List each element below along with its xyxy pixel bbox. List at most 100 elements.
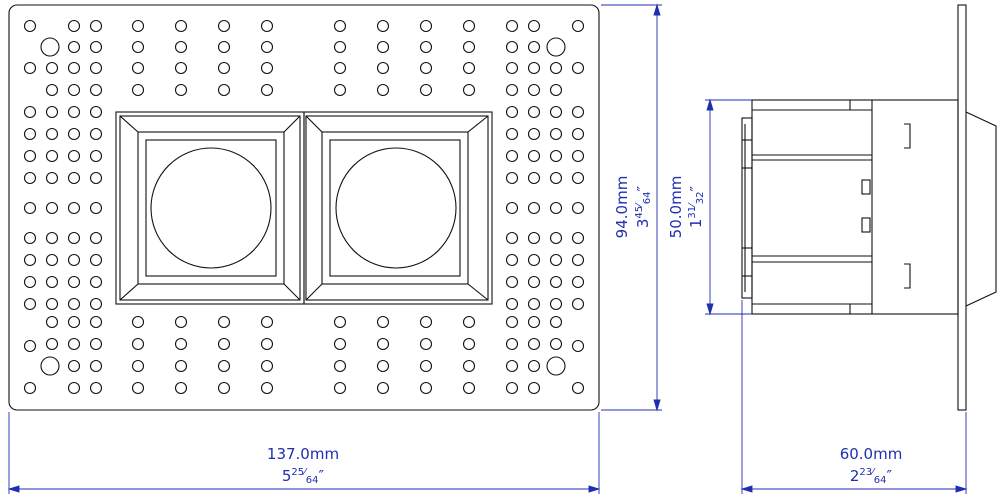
width-inch-label: 525⁄64″ [282,467,325,486]
perforation-hole [45,231,59,245]
perforation-hole [376,19,390,33]
perforation-hole [67,231,81,245]
perforation-hole [67,40,81,54]
perforation-hole [89,381,103,395]
perforation-hole [131,359,145,373]
perforation-hole [67,149,81,163]
perforation-hole [462,40,476,54]
perforation-hole [217,359,231,373]
perforation-hole [505,40,519,54]
perforation-hole [505,127,519,141]
perforation-hole [23,105,37,119]
perforation-hole [89,61,103,75]
perforation-hole [89,127,103,141]
perforation-hole [527,19,541,33]
perforation-hole [505,171,519,185]
perforation-hole [549,83,563,97]
depth-mm-label: 60.0mm [840,445,903,463]
perforation-hole [376,337,390,351]
perforation-hole [89,201,103,215]
height-inch-label: 345⁄64″ [634,185,653,228]
perforation-hole [260,315,274,329]
perforation-hole [23,275,37,289]
perforation-hole [376,359,390,373]
perforation-hole [549,253,563,267]
perforation-hole [23,339,37,353]
perforation-hole [333,61,347,75]
perforation-hole [89,19,103,33]
perforation-hole [217,61,231,75]
perforation-hole [67,297,81,311]
perforation-hole [23,297,37,311]
perforation-hole [527,61,541,75]
lamp-lens [335,147,457,269]
clip-bottom [904,263,911,289]
perforation-hole [333,83,347,97]
perforation-hole [419,83,433,97]
perforation-hole [131,19,145,33]
perforation-hole [419,19,433,33]
perforation-hole [45,83,59,97]
spring-tab [965,111,997,307]
clip-mid-2 [861,217,871,233]
dimension-labels: 137.0mm 525⁄64″ 94.0mm 345⁄64″ 50.0mm 13… [267,176,902,486]
mounting-flange [957,4,967,411]
perforation-hole [505,105,519,119]
perforation-hole [549,171,563,185]
perforation-hole [45,171,59,185]
perforation-hole [89,149,103,163]
perforation-hole [527,337,541,351]
perforation-hole [23,19,37,33]
perforation-hole [40,37,60,57]
perforation-hole [174,19,188,33]
perforation-hole [131,337,145,351]
perforation-hole [260,61,274,75]
perforation-hole [462,19,476,33]
perforation-hole [549,315,563,329]
clip-top [904,123,911,149]
perforation-hole [505,253,519,267]
lamp-module-left [115,111,305,305]
perforation-hole [217,337,231,351]
perforation-hole [571,381,585,395]
lamp-lens [150,147,272,269]
perforation-hole [260,83,274,97]
perforation-hole [23,61,37,75]
perforation-hole [89,105,103,119]
perforation-hole [505,19,519,33]
perforation-hole [45,297,59,311]
front-view [8,4,600,411]
perforation-hole [571,105,585,119]
perforation-hole [549,337,563,351]
perforation-hole [505,275,519,289]
perforation-hole [549,105,563,119]
perforation-hole [505,231,519,245]
perforation-hole [89,275,103,289]
perforation-hole [89,40,103,54]
perforation-hole [571,149,585,163]
perforation-hole [23,231,37,245]
perforation-hole [67,315,81,329]
perforation-hole [23,253,37,267]
mounting-plate [8,4,600,411]
dimension-lines [7,3,968,494]
perforation-hole [419,40,433,54]
width-mm-label: 137.0mm [267,445,339,463]
perforation-hole [462,359,476,373]
perforation-hole [462,61,476,75]
perforation-hole [89,337,103,351]
perforation-hole [527,253,541,267]
perforation-hole [549,297,563,311]
perforation-hole [67,275,81,289]
perforation-hole [505,297,519,311]
perforation-hole [333,40,347,54]
perforation-hole [67,83,81,97]
height-mm-label: 94.0mm [613,176,631,239]
perforation-hole [505,359,519,373]
perforation-hole [571,19,585,33]
perforation-hole [131,40,145,54]
perforation-hole [505,315,519,329]
perforation-hole [217,19,231,33]
perforation-hole [549,149,563,163]
